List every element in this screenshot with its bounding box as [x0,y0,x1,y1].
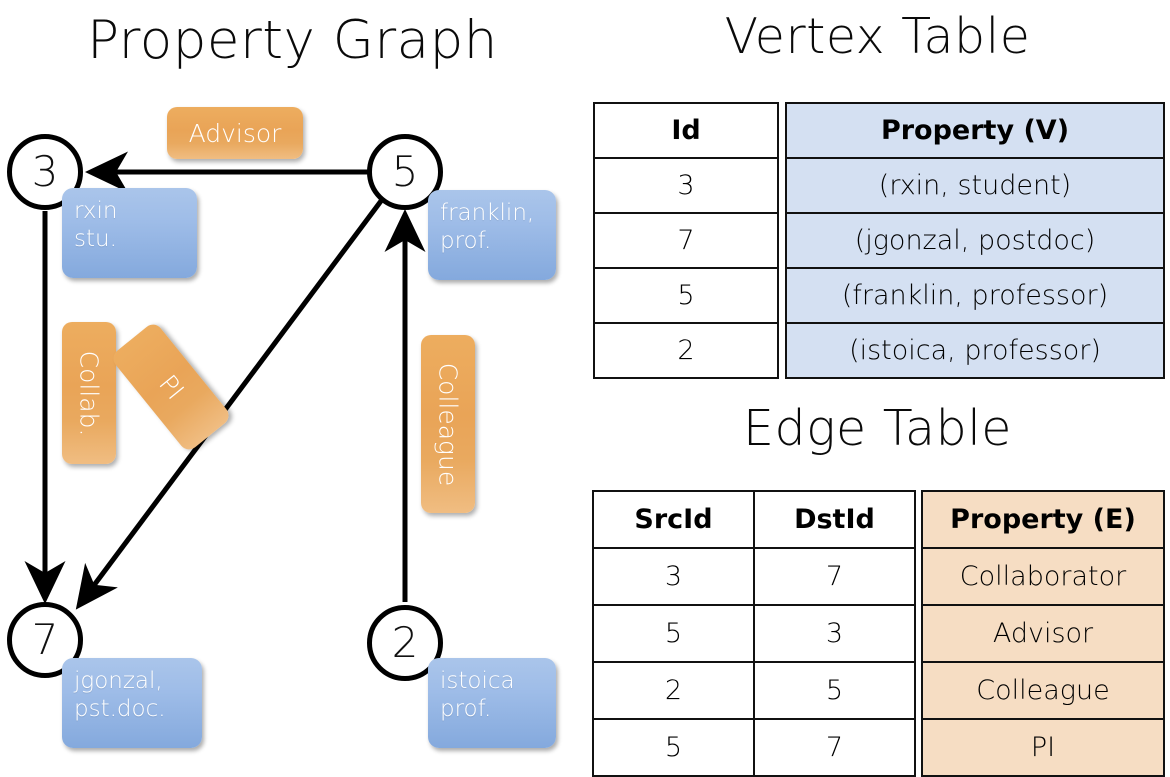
table-row[interactable]: (istoica, professor) [785,322,1165,379]
node-property-line-2: pst.doc. [74,696,166,723]
edge-table-cell-srcid: 5 [592,604,755,663]
vertex-table-cell-property: (jgonzal, postdoc) [785,212,1165,269]
edge-label-colleague-text: Colleague [433,362,463,486]
edge-label-colleague[interactable]: Colleague [421,335,475,513]
table-row[interactable]: 2 5 [592,661,917,720]
edge-table-cell-dstid: 3 [752,604,917,663]
vertex-table-header-id: Id [593,102,779,159]
graph-node-2[interactable]: 2 [367,605,443,681]
vertex-table-cell-property: (rxin, student) [785,157,1165,214]
edge-table-cell-srcid: 3 [592,547,755,606]
node-property-line-2: prof. [440,228,492,255]
table-row[interactable]: 3 [593,157,779,214]
table-header-row: Property (V) [785,102,1165,159]
edge-table-cell-srcid: 2 [592,661,755,720]
graph-node-5-label: 5 [391,147,419,196]
table-header-row: Property (E) [921,490,1165,549]
table-row[interactable]: Advisor [921,604,1165,663]
edge-table-cell-dstid: 7 [752,718,917,777]
vertex-table-id-column: Id 3 7 5 2 [593,102,779,379]
node-property-line-2: stu. [74,226,117,253]
graph-node-3-label: 3 [31,147,59,196]
page-title-vertex-table: Vertex Table [724,8,1031,65]
table-row[interactable]: Colleague [921,661,1165,720]
edge-table-cell-property: PI [921,718,1165,777]
edge-table-cell-srcid: 5 [592,718,755,777]
graph-node-7-label: 7 [31,615,59,664]
edge-table-header-property: Property (E) [921,490,1165,549]
edge-table-cell-dstid: 7 [752,547,917,606]
vertex-table-cell-property: (istoica, professor) [785,322,1165,379]
table-row[interactable]: 5 [593,267,779,324]
edge-table-header-srcid: SrcId [592,490,755,549]
vertex-table-cell-id: 5 [593,267,779,324]
edge-line-5-to-7 [75,199,384,610]
node-property-box-jgonzal[interactable]: jgonzal, pst.doc. [62,658,202,748]
table-row[interactable]: (jgonzal, postdoc) [785,212,1165,269]
edge-table-cell-property: Colleague [921,661,1165,720]
table-row[interactable]: 7 [593,212,779,269]
node-property-line-1: istoica [440,668,515,694]
vertex-table-property-column: Property (V) (rxin, student) (jgonzal, p… [785,102,1165,379]
node-property-box-franklin[interactable]: franklin, prof. [428,190,556,280]
vertex-table-cell-property: (franklin, professor) [785,267,1165,324]
edge-table-cell-property: Advisor [921,604,1165,663]
graph-node-5[interactable]: 5 [367,134,443,210]
table-row[interactable]: PI [921,718,1165,777]
edge-table-header-dstid: DstId [752,490,917,549]
node-property-line-1: jgonzal, [74,668,163,694]
property-graph-diagram: 3 5 7 2 rxin stu. franklin, prof. jgonza… [0,0,585,760]
table-header-row: Id [593,102,779,159]
table-row[interactable]: Collaborator [921,547,1165,606]
page-title-edge-table: Edge Table [743,400,1012,457]
vertex-table-cell-id: 3 [593,157,779,214]
graph-edge-lines [24,151,426,610]
node-property-line-2: prof. [440,696,492,723]
edge-label-pi-text: PI [152,369,190,405]
table-header-row: SrcId DstId [592,490,917,549]
table-row[interactable]: (rxin, student) [785,157,1165,214]
node-property-box-rxin[interactable]: rxin stu. [62,188,197,278]
table-row[interactable]: 5 7 [592,718,917,777]
vertex-table-header-property: Property (V) [785,102,1165,159]
page-title-property-graph: Property Graph [87,10,498,71]
table-row[interactable]: 2 [593,322,779,379]
node-property-line-1: franklin, [440,200,535,226]
edge-label-advisor[interactable]: Advisor [167,107,303,159]
table-row[interactable]: 3 7 [592,547,917,606]
edge-label-collab[interactable]: Collab. [62,322,116,464]
vertex-table-cell-id: 7 [593,212,779,269]
graph-node-2-label: 2 [391,618,419,667]
table-row[interactable]: 5 3 [592,604,917,663]
node-property-box-istoica[interactable]: istoica prof. [428,658,556,748]
vertex-table-cell-id: 2 [593,322,779,379]
edge-label-advisor-text: Advisor [188,118,282,148]
edge-table-id-columns: SrcId DstId 3 7 5 3 2 5 5 7 [592,490,917,777]
table-row[interactable]: (franklin, professor) [785,267,1165,324]
edge-label-collab-text: Collab. [74,350,104,436]
edge-table-cell-dstid: 5 [752,661,917,720]
edge-table-cell-property: Collaborator [921,547,1165,606]
edge-table-property-column: Property (E) Collaborator Advisor Collea… [921,490,1165,777]
node-property-line-1: rxin [74,198,118,224]
